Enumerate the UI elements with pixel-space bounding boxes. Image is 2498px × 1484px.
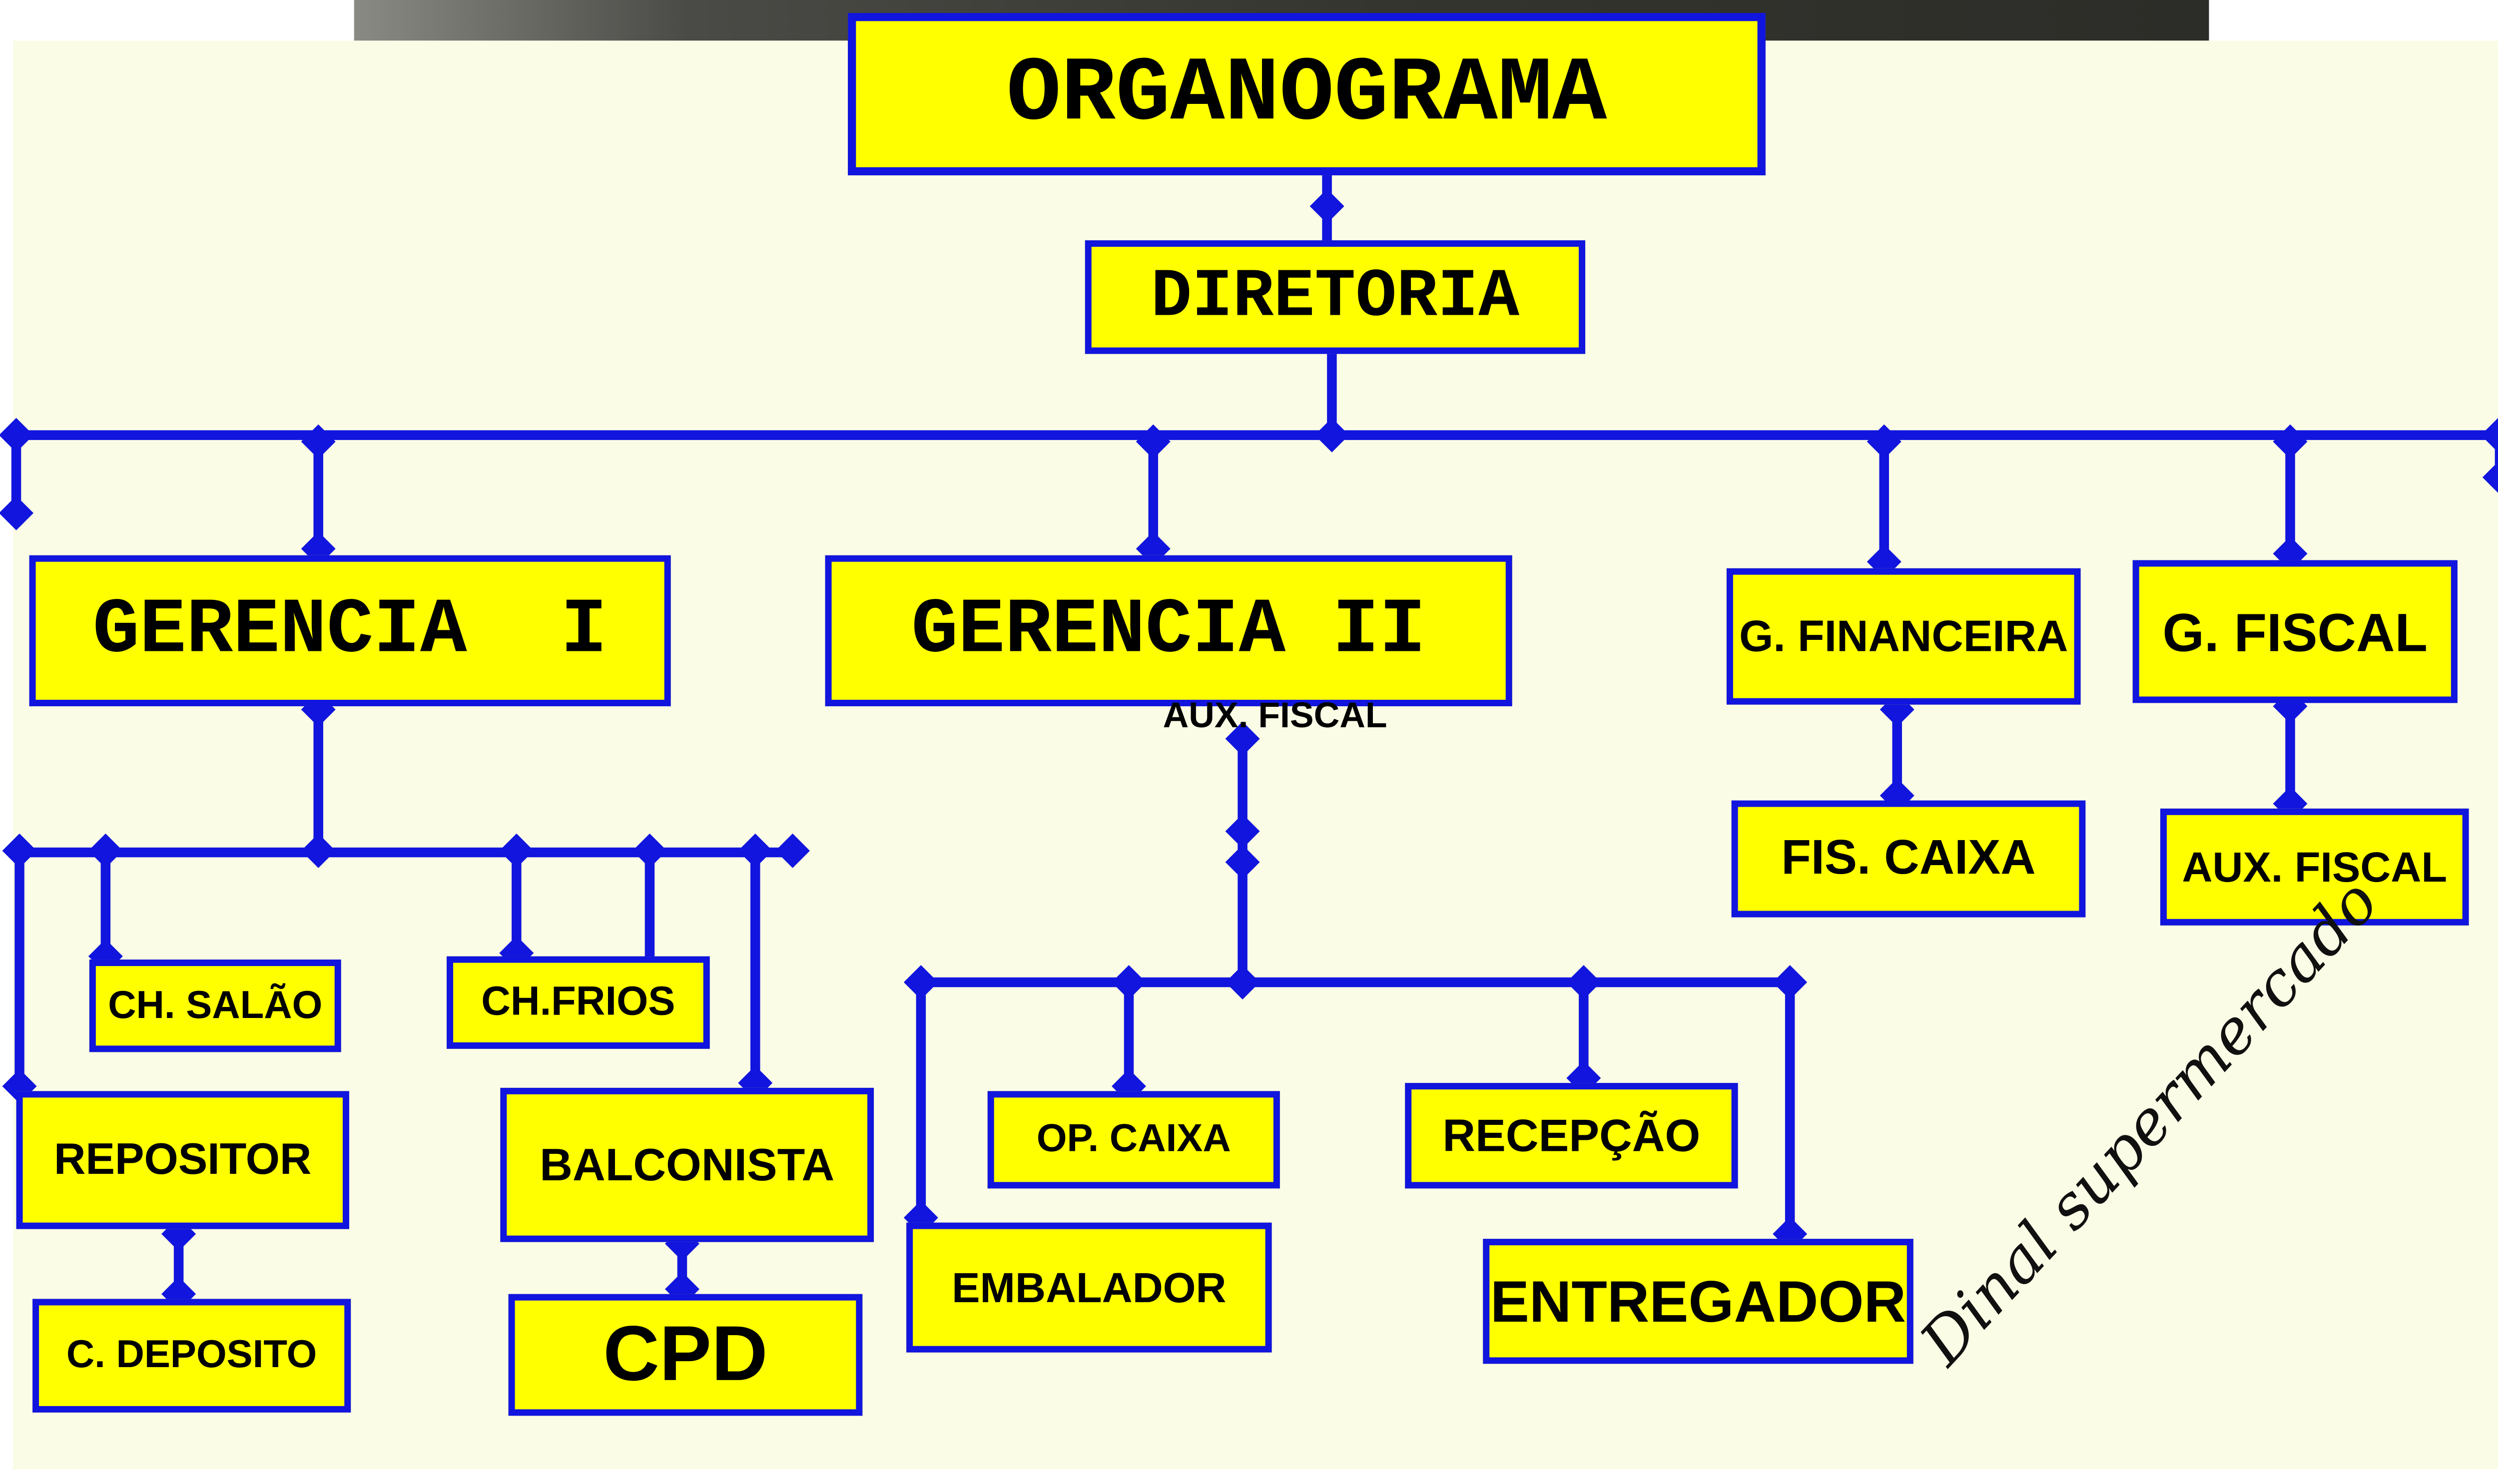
connector-line — [1892, 701, 1902, 804]
connector-line — [916, 977, 926, 1226]
connector-line — [1579, 977, 1589, 1086]
node-fis-caixa: FIS. CAIXA — [1731, 800, 2086, 918]
connector-line — [16, 847, 796, 858]
connector-line — [644, 847, 655, 960]
aux-fiscal-note: AUX. FISCAL — [1163, 695, 1387, 736]
connector-line — [1785, 977, 1795, 1242]
node-entregador: ENTREGADOR — [1483, 1239, 1913, 1364]
node-organograma: ORGANOGRAMA — [848, 13, 1766, 176]
node-balconista: BALCONISTA — [500, 1087, 874, 1242]
node-c-deposito: C. DEPOSITO — [32, 1299, 351, 1413]
node-cpd: CPD — [508, 1294, 863, 1416]
node-gerencia-ii: GERENCIA II — [825, 555, 1512, 706]
node-recepcao: RECEPÇÃO — [1405, 1083, 1738, 1189]
connector-line — [100, 847, 111, 963]
connector-line — [917, 977, 1795, 988]
connector-line — [2495, 435, 2498, 478]
connector-line — [1327, 351, 1337, 436]
node-g-fiscal: G. FISCAL — [2132, 560, 2458, 703]
node-diretoria: DIRETORIA — [1085, 240, 1586, 354]
connector-line — [2285, 435, 2295, 563]
node-ch-salao: CH. SALÃO — [89, 960, 341, 1052]
node-gerencia-i: GERENCIA I — [29, 555, 671, 706]
connector-line — [11, 435, 21, 513]
connector-line — [2285, 699, 2295, 812]
node-ch-frios: CH.FRIOS — [447, 956, 710, 1049]
node-aux-fiscal: AUX. FISCAL — [2160, 808, 2469, 926]
connector-line — [313, 703, 323, 853]
connector-line — [750, 847, 760, 1091]
connector-line — [1124, 977, 1134, 1094]
connector-line — [1148, 435, 1159, 559]
connector-line — [14, 847, 24, 1094]
node-g-financeira: G. FINANCEIRA — [1726, 568, 2081, 705]
node-op-caixa: OP. CAIXA — [987, 1091, 1280, 1189]
connector-line — [313, 435, 323, 559]
node-repositor: REPOSITOR — [16, 1091, 349, 1229]
connector-line — [1879, 435, 1889, 572]
connector-line — [13, 430, 2498, 440]
node-embalador: EMBALADOR — [906, 1222, 1272, 1353]
connector-line — [512, 847, 522, 960]
